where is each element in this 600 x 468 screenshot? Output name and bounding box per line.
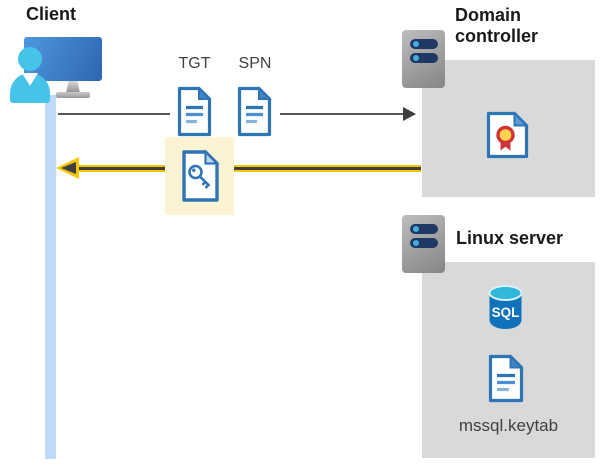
server-led-icon	[413, 41, 419, 47]
spn-label: SPN	[238, 55, 272, 72]
server-slot-icon	[410, 238, 438, 248]
tgt-label: TGT	[178, 55, 211, 72]
domain-controller-server-icon	[402, 30, 445, 88]
monitor-stand-icon	[66, 81, 80, 93]
keytab-document-icon	[488, 354, 524, 403]
server-slot-icon	[410, 53, 438, 63]
server-led-icon	[413, 226, 419, 232]
request-arrowhead-icon	[403, 107, 416, 121]
server-slot-icon	[410, 39, 438, 49]
server-slot-icon	[410, 224, 438, 234]
linux-server-label: Linux server	[456, 228, 564, 248]
person-collar-icon	[22, 73, 38, 86]
tgt-document-icon	[177, 86, 212, 137]
person-icon	[18, 47, 42, 71]
keytab-filename-label: mssql.keytab	[458, 416, 559, 435]
client-timeline-lane	[45, 95, 56, 459]
spn-document-icon	[237, 86, 272, 137]
certificate-icon	[486, 111, 529, 159]
response-arrowhead-inner-icon	[61, 162, 76, 174]
client-label: Client	[26, 4, 77, 24]
sql-database-icon: SQL	[488, 285, 523, 329]
monitor-base-icon	[56, 92, 90, 98]
server-led-icon	[413, 55, 419, 61]
server-led-icon	[413, 240, 419, 246]
domain-controller-label: Domain controller	[455, 5, 539, 46]
key-document-icon	[182, 149, 220, 202]
linux-server-icon	[402, 215, 445, 273]
response-arrow-line	[70, 165, 421, 172]
response-arrow-core	[70, 167, 421, 170]
sql-text: SQL	[492, 305, 520, 320]
person-body-icon	[10, 73, 50, 103]
